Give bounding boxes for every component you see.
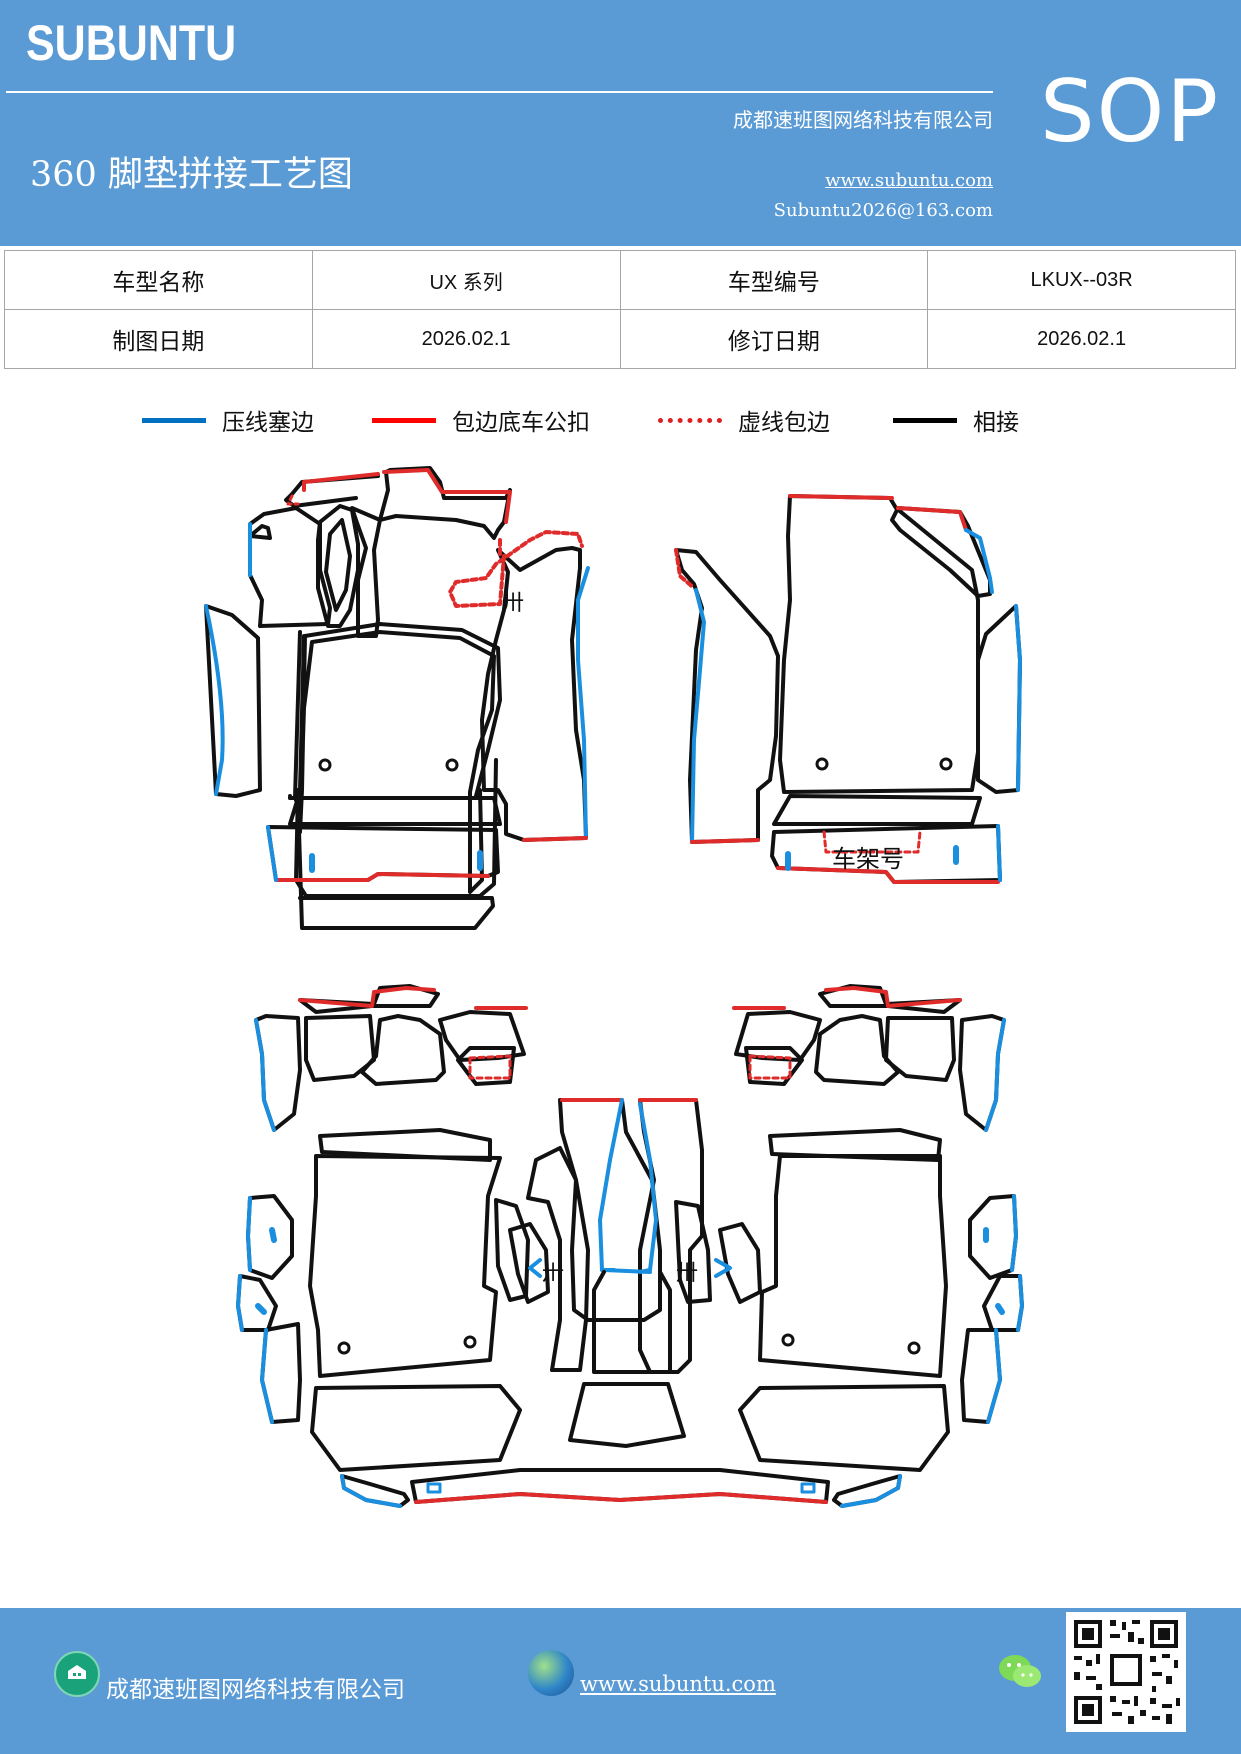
legend-swatch-black [893, 417, 957, 423]
legend-label: 包边底车公扣 [452, 410, 590, 436]
table-row: 制图日期 2026.02.1 修订日期 2026.02.1 [4, 309, 1236, 369]
qr-code [1066, 1612, 1186, 1732]
front-right-mat-set: 车架号 [674, 494, 1022, 884]
company-name: 成都速班图网络科技有限公司 [733, 108, 993, 132]
website-link[interactable]: www.subuntu.com [825, 170, 993, 191]
legend-label: 虚线包边 [738, 410, 830, 436]
header-banner [0, 0, 1241, 246]
model-name-label: 车型名称 [4, 250, 313, 310]
legend-swatch-red-dotted [658, 417, 722, 423]
brand-logo: SUBUNTU [26, 15, 237, 71]
legend-label: 相接 [973, 410, 1019, 436]
wechat-icon[interactable] [996, 1652, 1044, 1692]
globe-icon [528, 1650, 574, 1696]
legend: 压线塞边 包边底车公扣 虚线包边 相接 [0, 400, 1241, 440]
legend-label: 压线塞边 [222, 410, 314, 436]
draw-date-label: 制图日期 [4, 309, 313, 369]
draw-date-value: 2026.02.1 [311, 309, 621, 369]
info-table: 车型名称 UX 系列 车型编号 LKUX--03R 制图日期 2026.02.1… [4, 250, 1236, 369]
model-code-value: LKUX--03R [927, 250, 1236, 310]
revise-date-label: 修订日期 [619, 309, 929, 369]
revise-date-value: 2026.02.1 [927, 309, 1236, 369]
frame-number-label: 车架号 [832, 845, 904, 873]
legend-item-join: 相接 [893, 400, 1019, 440]
legend-item-dotted-wrap: 虚线包边 [658, 400, 830, 440]
footer-company-name: 成都速班图网络科技有限公司 [106, 1677, 405, 1703]
header-divider [6, 91, 993, 93]
building-icon [54, 1651, 100, 1697]
mat-splicing-diagram: 卅 [204, 466, 1024, 1508]
legend-item-wrap-edge: 包边底车公扣 [372, 400, 590, 440]
legend-item-press-line: 压线塞边 [142, 400, 314, 440]
email-address: Subuntu2026@163.com [773, 200, 993, 221]
sop-label: SOP [1040, 62, 1221, 162]
table-row: 车型名称 UX 系列 车型编号 LKUX--03R [4, 250, 1236, 310]
footer-website-link[interactable]: www.subuntu.com [580, 1672, 776, 1696]
page-title: 360 脚垫拼接工艺图 [30, 155, 353, 195]
model-name-value: UX 系列 [311, 250, 621, 310]
join-glyph: 卅 [676, 1261, 698, 1286]
model-code-label: 车型编号 [619, 250, 929, 310]
join-glyph: 卅 [502, 591, 524, 616]
legend-swatch-blue [142, 417, 206, 423]
legend-swatch-red [372, 417, 436, 423]
front-left-mat-set: 卅 [204, 466, 590, 930]
full-360-layout: 卅 卅 [236, 984, 1024, 1508]
